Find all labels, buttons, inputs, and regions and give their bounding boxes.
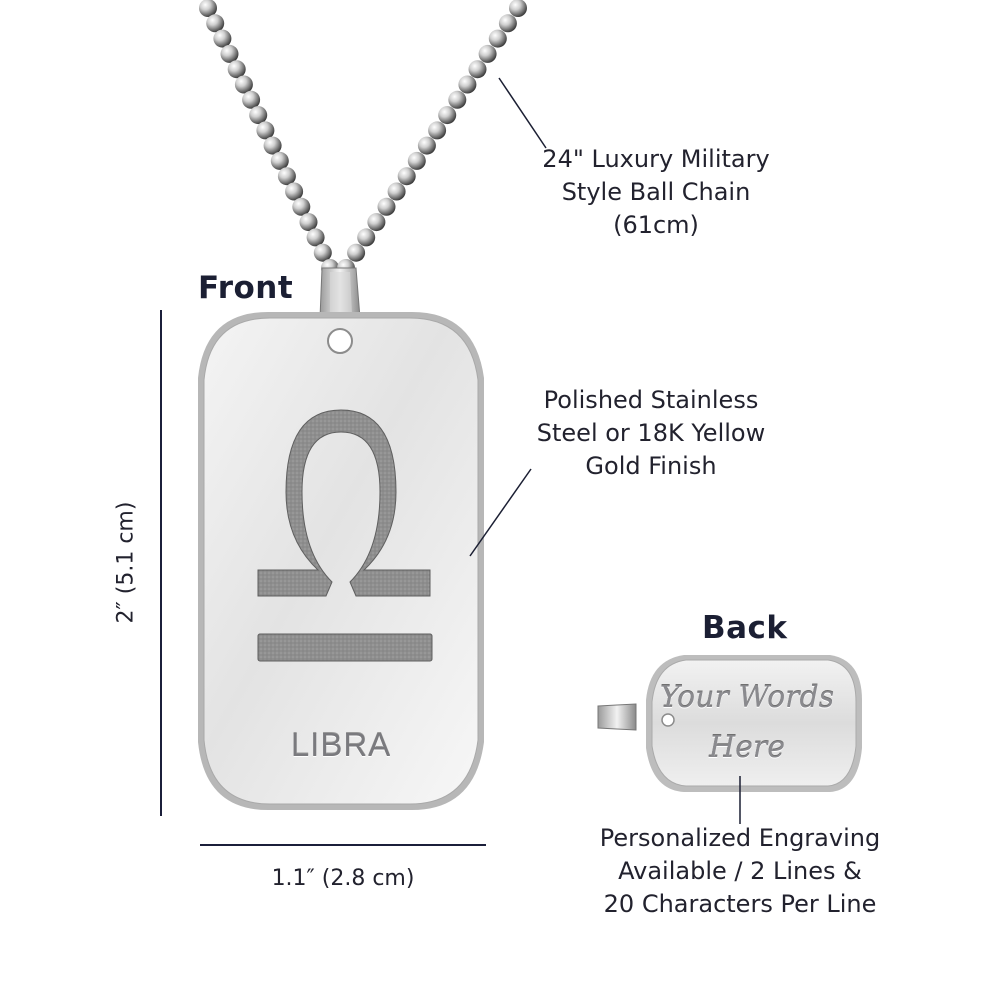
chain-ball (387, 182, 406, 201)
finish-callout-line: Steel or 18K Yellow (536, 419, 766, 447)
chain-ball (263, 136, 282, 155)
chain-ball (468, 60, 487, 79)
chain-ball (488, 29, 507, 48)
finish-callout-line: Polished Stainless (543, 386, 759, 414)
engraving-callout-line: Available / 2 Lines & (618, 857, 862, 885)
back-heading: Back (702, 610, 788, 646)
width-dimension-label: 1.1″ (2.8 cm) (271, 866, 415, 891)
height-dimension-label: 2″ (5.1 cm) (113, 501, 139, 624)
front-dog-tag (198, 312, 484, 810)
front-tag-sign-name: LIBRA (290, 726, 392, 763)
front-heading: Front (198, 270, 294, 306)
chain-ball (242, 90, 261, 109)
chain-ball (407, 151, 426, 170)
chain-ball (299, 213, 318, 232)
engraving-callout-line: 20 Characters Per Line (603, 890, 877, 918)
chain-ball (199, 0, 217, 17)
chain-ball (227, 60, 246, 79)
chain-ball (509, 0, 527, 17)
chain-ball (458, 75, 477, 94)
chain-ball (448, 90, 467, 109)
chain-ball (306, 228, 325, 247)
chain-ball (220, 44, 239, 63)
libra-symbol-icon (257, 409, 433, 662)
engraving-callout-line: Personalized Engraving (599, 824, 881, 852)
finish-leader-line (469, 468, 532, 557)
chain-ball (277, 167, 296, 186)
chain-ball (285, 182, 304, 201)
chain-callout-line: Style Ball Chain (561, 178, 751, 206)
chain-ball (234, 75, 253, 94)
ball-chain (199, 0, 527, 277)
engraving-callout: Personalized Engraving Available / 2 Lin… (580, 822, 900, 921)
finish-callout-line: Gold Finish (585, 452, 717, 480)
back-dog-tag (597, 655, 862, 792)
back-tag-engraving-line-2: Here (708, 730, 785, 765)
chain-ball (377, 197, 396, 216)
chain-ball (367, 213, 386, 232)
chain-ball (347, 243, 366, 262)
chain-ball (292, 197, 311, 216)
chain-callout: 24" Luxury Military Style Ball Chain (61… (520, 143, 792, 242)
chain-ball (397, 167, 416, 186)
chain-ball (206, 14, 225, 33)
chain-ball (428, 121, 447, 140)
chain-callout-line: 24" Luxury Military (542, 145, 770, 173)
chain-ball (213, 29, 232, 48)
chain-leader-line (498, 77, 547, 149)
chain-ball (498, 14, 517, 33)
chain-ball (313, 243, 332, 262)
chain-ball (417, 136, 436, 155)
chain-ball (357, 228, 376, 247)
chain-ball (438, 106, 457, 125)
back-tag-engraving-line-1: Your Words (659, 680, 835, 715)
chain-ball (270, 151, 289, 170)
chain-callout-line: (61cm) (613, 211, 699, 239)
chain-ball (478, 44, 497, 63)
chain-ball (249, 106, 268, 125)
chain-ball (256, 121, 275, 140)
finish-callout: Polished Stainless Steel or 18K Yellow G… (512, 384, 790, 483)
